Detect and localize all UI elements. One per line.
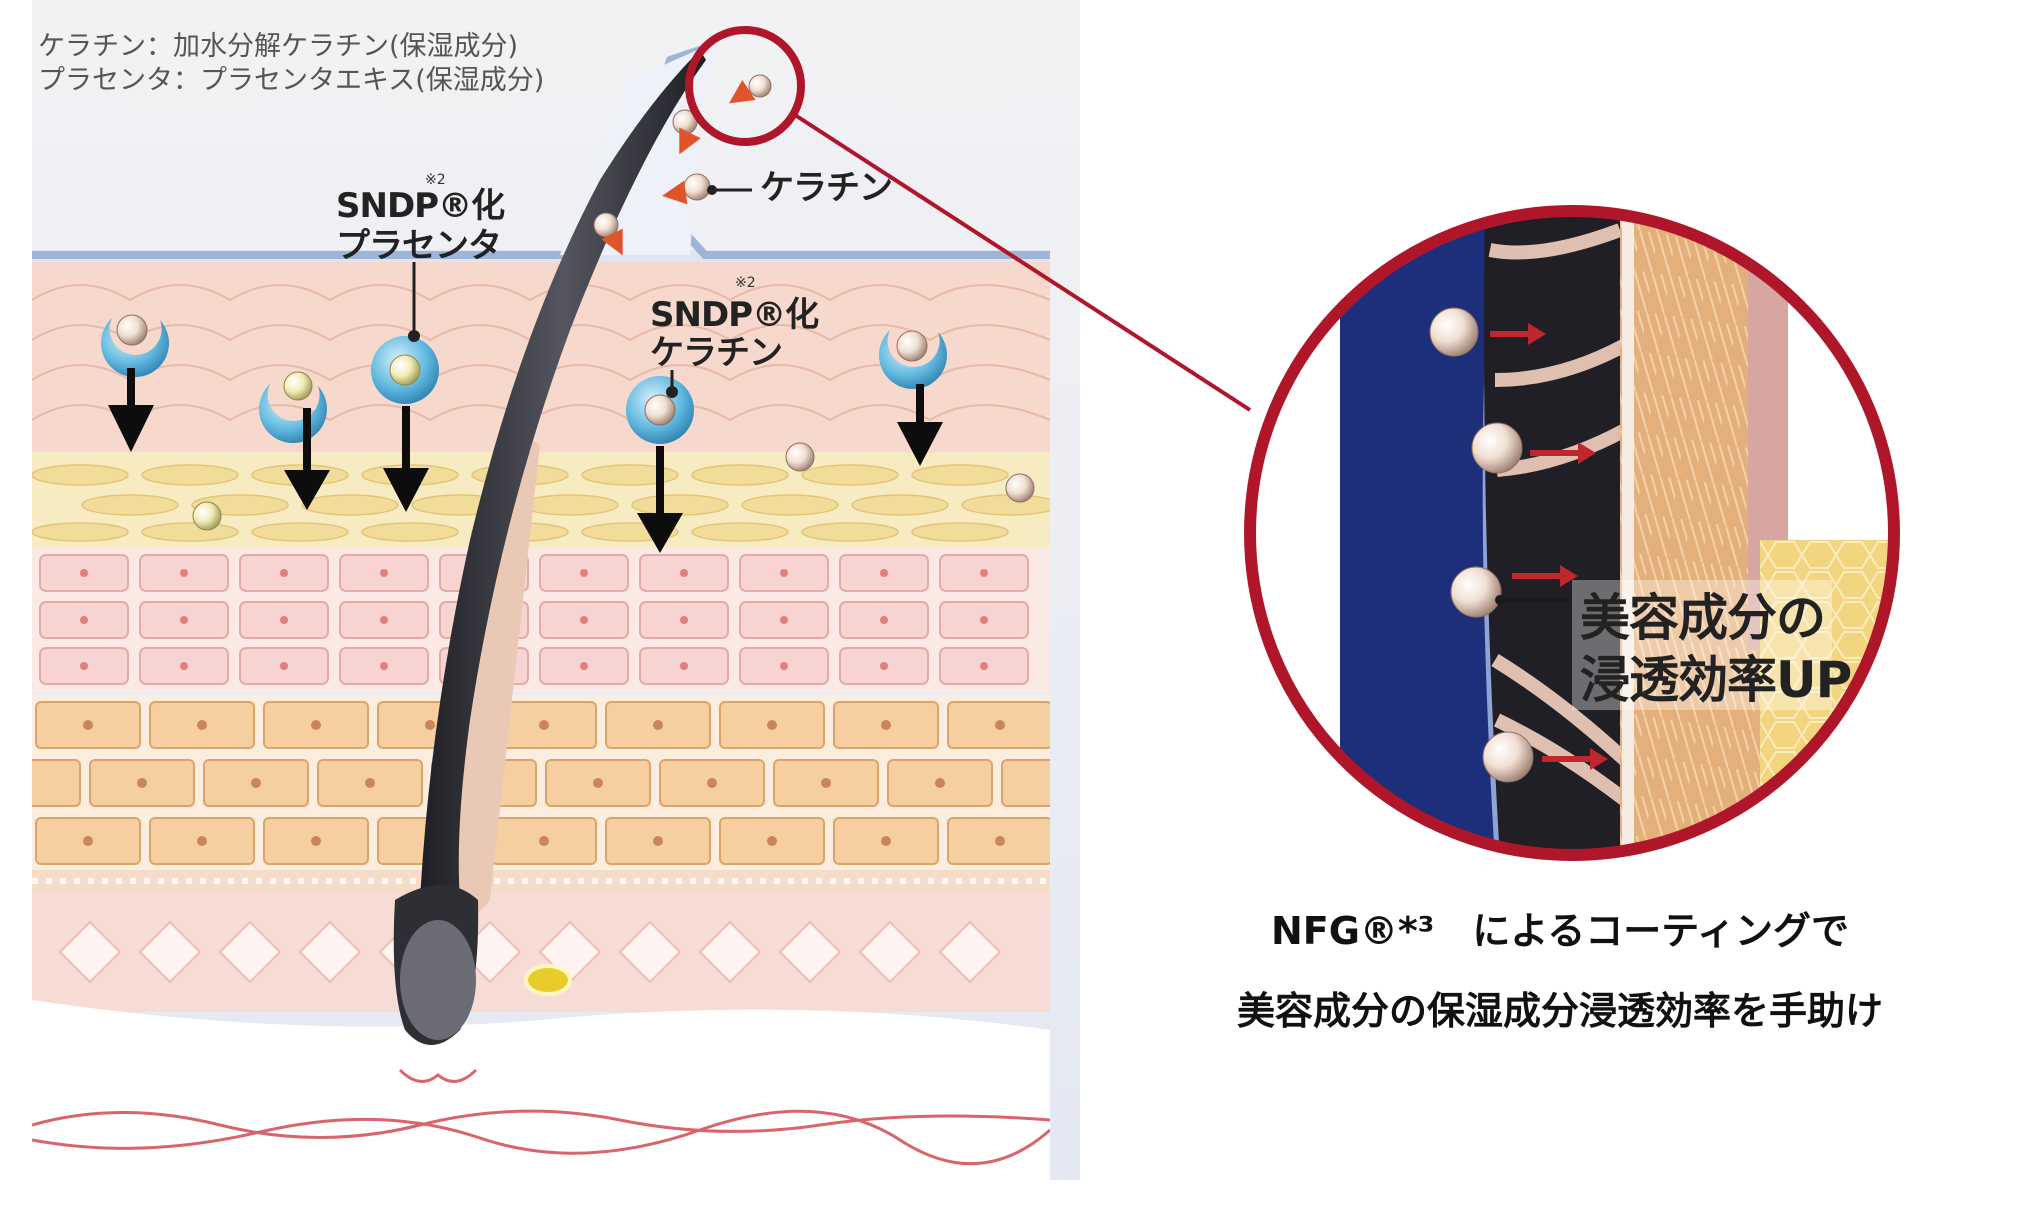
caption-line2: 美容成分の保湿成分浸透効率を手助け (1236, 989, 1883, 1033)
sndp-placenta-footnote: ※2 (425, 172, 446, 188)
notes: ケラチン：加水分解ケラチン(保湿成分) プラセンタ：プラセンタエキス(保湿成分) (38, 30, 544, 98)
sndp-placenta-label-line1: SNDP®化 (336, 186, 505, 226)
note-keratin: ケラチン：加水分解ケラチン(保湿成分) (38, 31, 519, 62)
keratin-label: ケラチン (760, 168, 893, 208)
zoom-label-line2: 浸透効率UP (1580, 651, 1852, 709)
sndp-placenta-label-line2: プラセンタ (336, 226, 502, 266)
zoom-label-line1: 美容成分の (1580, 589, 1826, 647)
note-placenta: プラセンタ：プラセンタエキス(保湿成分) (38, 65, 545, 96)
sndp-keratin-label-line2: ケラチン (650, 333, 783, 373)
sndp-keratin-label-line1: SNDP®化 (650, 295, 819, 335)
sndp-keratin-footnote: ※2 (735, 275, 756, 291)
caption-line1: NFG®*³ によるコーティングで (1270, 909, 1850, 953)
